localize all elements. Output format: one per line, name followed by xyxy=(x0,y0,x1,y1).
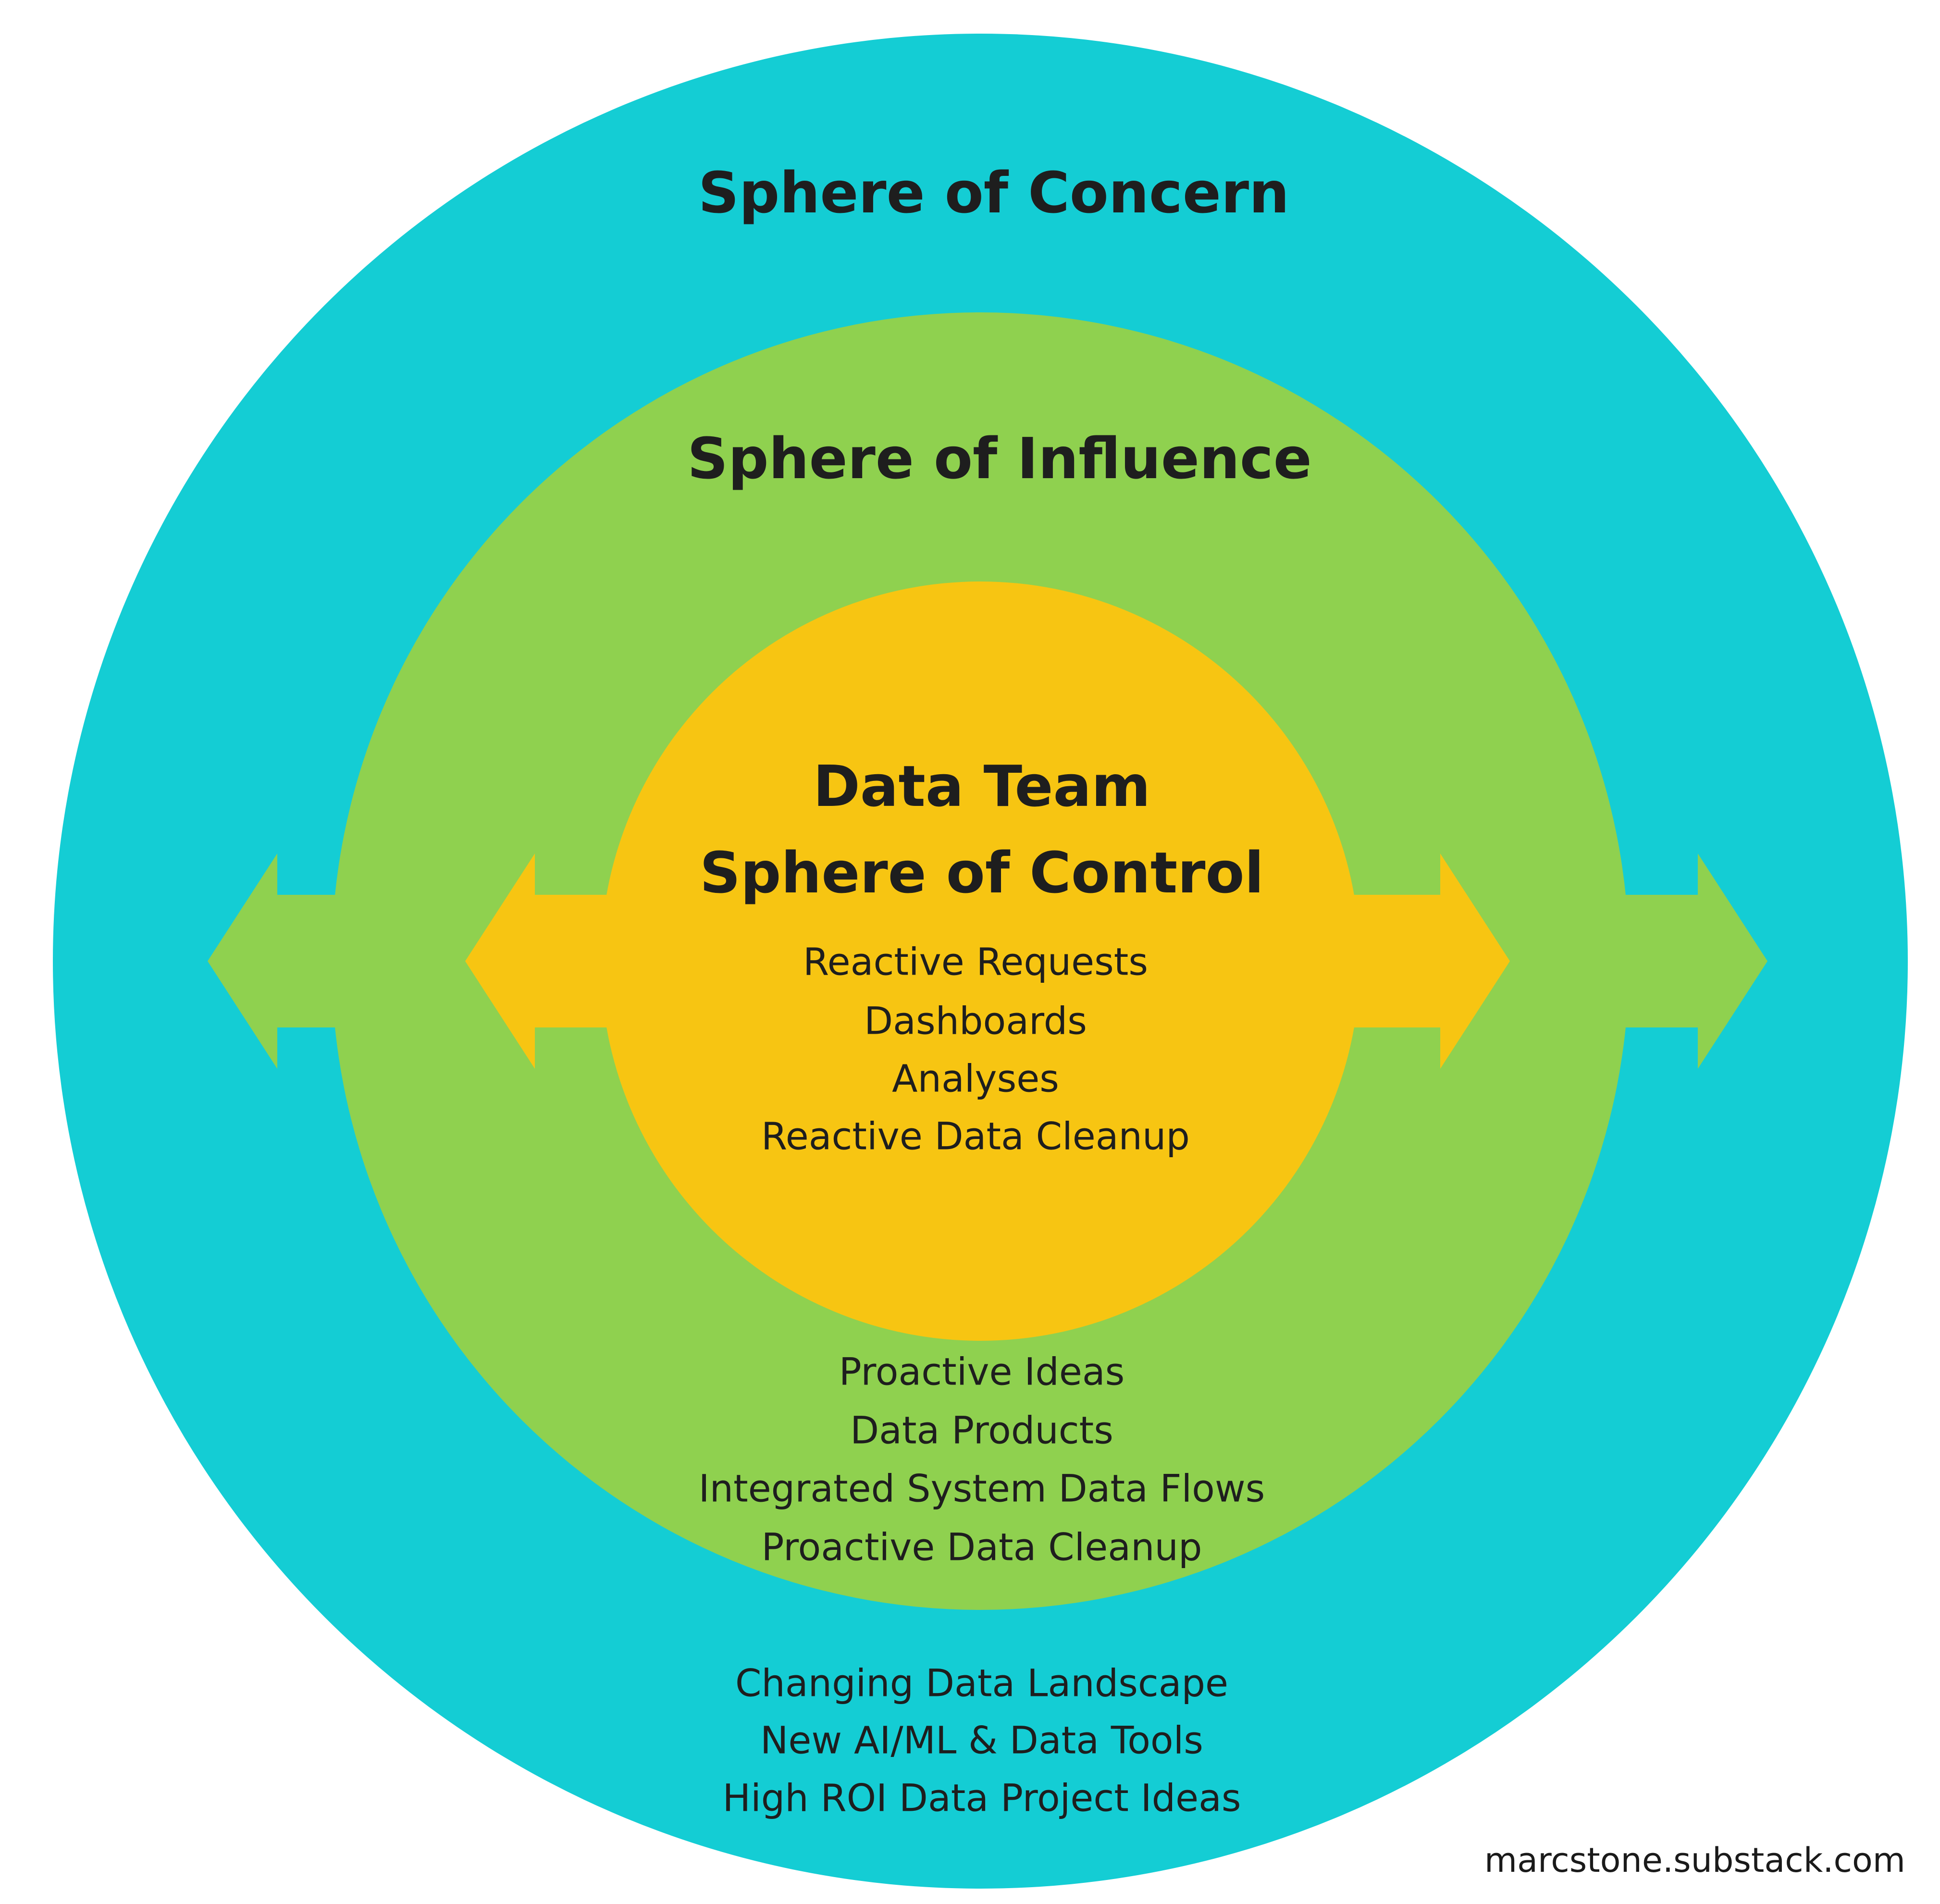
influence-item: Data Products xyxy=(850,1409,1113,1452)
influence-left-arrow xyxy=(208,853,365,1069)
control-item: Reactive Data Cleanup xyxy=(761,1115,1190,1158)
sphere-of-control-circle xyxy=(601,581,1360,1341)
influence-right-arrow xyxy=(1595,853,1767,1069)
influence-item: Proactive Data Cleanup xyxy=(762,1526,1202,1569)
control-item: Analyses xyxy=(892,1057,1059,1100)
influence-item: Integrated System Data Flows xyxy=(699,1467,1265,1510)
concern-item: New AI/ML & Data Tools xyxy=(760,1719,1203,1762)
control-item: Reactive Requests xyxy=(803,940,1148,984)
credit-text: marcstone.substack.com xyxy=(1484,1841,1905,1880)
concern-item: High ROI Data Project Ideas xyxy=(722,1777,1241,1820)
control-title-line1: Data Team xyxy=(813,753,1150,819)
control-item: Dashboards xyxy=(864,1000,1087,1043)
influence-item: Proactive Ideas xyxy=(839,1350,1125,1394)
control-right-arrow xyxy=(1307,853,1510,1069)
sphere-of-influence-title: Sphere of Influence xyxy=(687,425,1312,492)
control-title-line2: Sphere of Control xyxy=(700,840,1264,906)
concern-item: Changing Data Landscape xyxy=(735,1662,1228,1705)
sphere-of-concern-title: Sphere of Concern xyxy=(698,160,1289,226)
